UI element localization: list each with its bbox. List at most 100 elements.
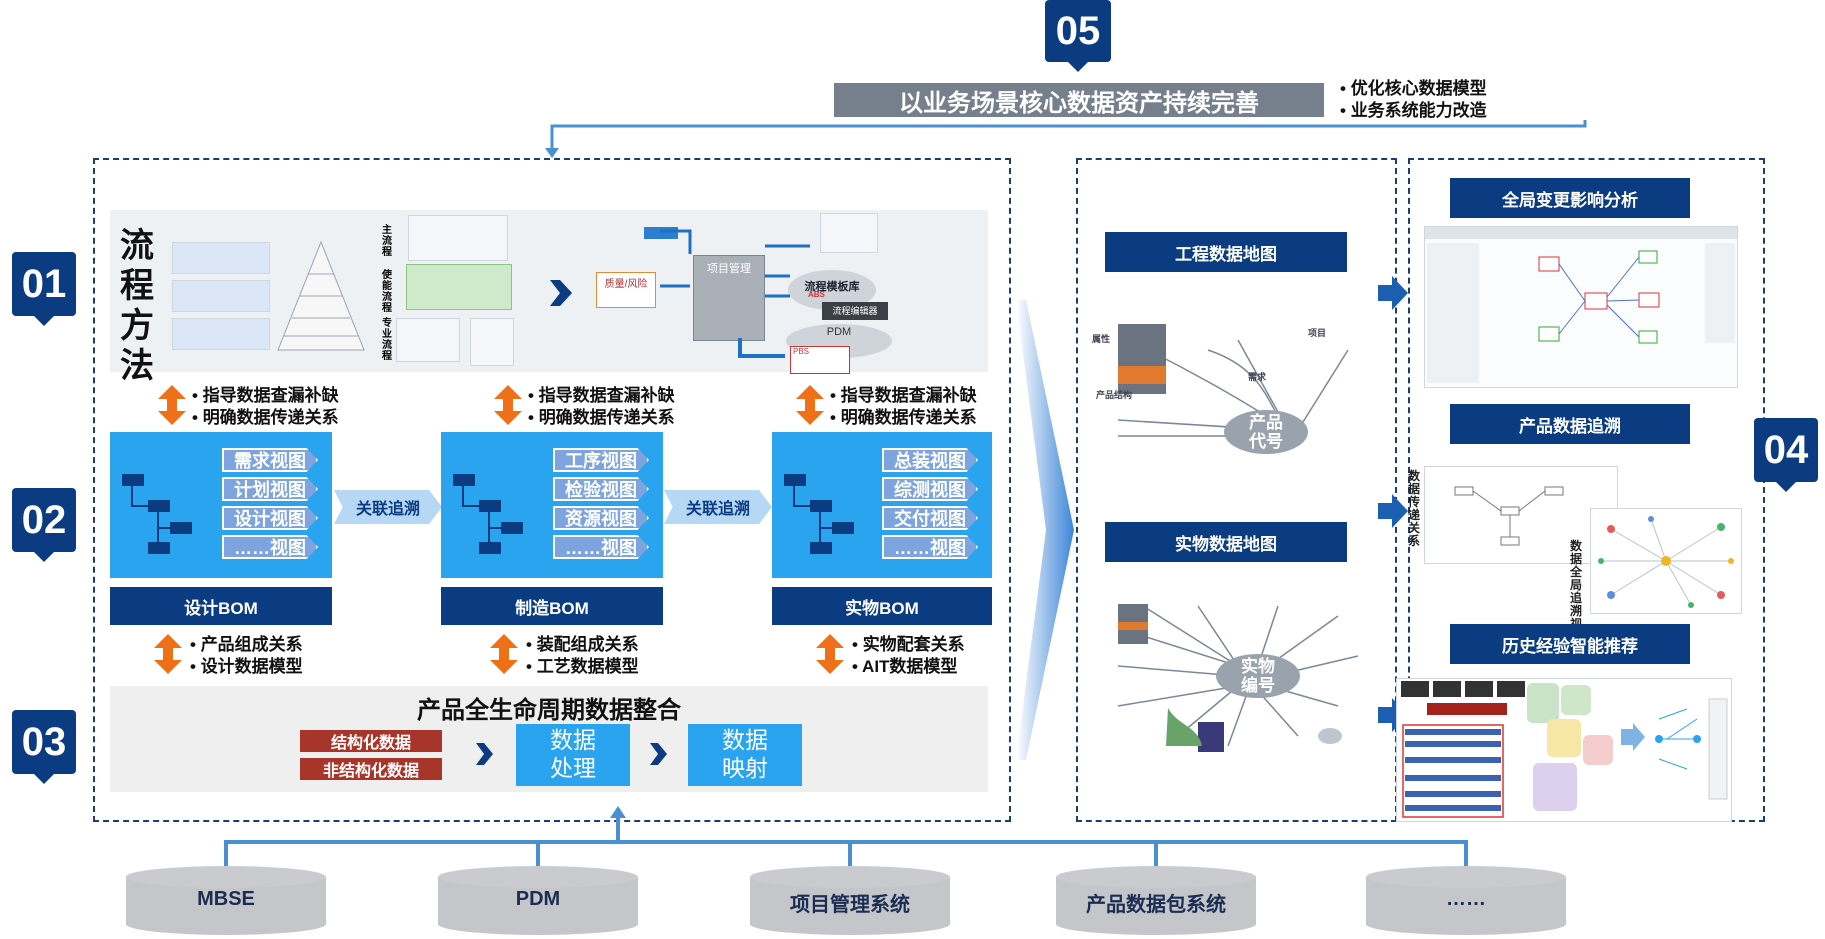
- enable-flow-thumbnail: [406, 264, 512, 310]
- structured-data-tag: 结构化数据: [300, 730, 442, 752]
- flow-editor-label: 流程编辑器: [832, 306, 878, 316]
- guide-note: 指导数据查漏补缺 明确数据传递关系: [528, 385, 675, 429]
- view-item[interactable]: 交付视图: [882, 506, 978, 530]
- view-item[interactable]: ……视图: [882, 535, 978, 559]
- guide-note: 指导数据查漏补缺 明确数据传递关系: [830, 385, 977, 429]
- view-item[interactable]: 设计视图: [222, 506, 318, 530]
- process-note-box: [172, 242, 270, 274]
- unstructured-data-tag: 非结构化数据: [300, 758, 442, 780]
- double-arrow-icon: [158, 385, 186, 425]
- trace-network: [1598, 516, 1734, 608]
- view-label: 资源视图: [565, 509, 637, 529]
- view-item[interactable]: 检验视图: [553, 477, 649, 501]
- step-line: 映射: [722, 755, 768, 781]
- view-item[interactable]: 综测视图: [882, 477, 978, 501]
- view-item[interactable]: 总装视图: [882, 448, 978, 472]
- process-title-char: 方: [120, 307, 154, 345]
- process-note-box: [172, 318, 270, 350]
- data-mapping-step: 数据 映射: [688, 724, 802, 786]
- double-arrow-icon: [816, 634, 844, 674]
- trace-flow-lines: [1454, 486, 1564, 546]
- view-label: 设计视图: [234, 509, 306, 529]
- map-network-lines: [1117, 604, 1359, 752]
- goal-bullet: 优化核心数据模型: [1340, 78, 1487, 100]
- recommend-diagram: [1401, 681, 1728, 818]
- view-item[interactable]: 资源视图: [553, 506, 649, 530]
- physical-bom-label: 实物BOM: [772, 587, 992, 625]
- tree-icon: [453, 474, 523, 554]
- step-line: 数据: [722, 727, 768, 753]
- view-item[interactable]: 需求视图: [222, 448, 318, 472]
- integration-title: 产品全生命周期数据整合: [417, 697, 681, 724]
- map-container: [1076, 158, 1397, 822]
- history-recommend-screenshot: [1396, 678, 1732, 822]
- bom-note-line: 产品组成关系: [190, 634, 303, 656]
- flow-screen-thumb: [820, 213, 878, 253]
- left-container: [93, 158, 1011, 822]
- view-item[interactable]: 工序视图: [553, 448, 649, 472]
- trace-flow-screenshot: [1424, 466, 1618, 564]
- goal-bullet: 业务系统能力改造: [1340, 100, 1487, 122]
- process-title-char: 程: [120, 267, 154, 305]
- guide-note-line: 指导数据查漏补缺: [192, 385, 339, 407]
- view-label: ……视图: [234, 538, 306, 558]
- view-item[interactable]: ……视图: [222, 535, 318, 559]
- map-network-lines: [1117, 324, 1349, 437]
- process-title-char: 流: [120, 227, 154, 265]
- mfg-view-list: 工序视图 检验视图 资源视图 ……视图: [553, 448, 649, 559]
- double-arrow-icon: [796, 385, 824, 425]
- step-line: 处理: [550, 755, 596, 781]
- proj-mgmt-label: 项目管理: [707, 263, 751, 275]
- source-pdm: PDM: [438, 866, 638, 936]
- source-project-mgmt: 项目管理系统: [750, 866, 950, 936]
- view-label: 交付视图: [894, 509, 966, 529]
- source-label: MBSE: [197, 888, 255, 910]
- double-arrow-icon: [494, 385, 522, 425]
- pro-flow-thumbnail: [396, 318, 460, 362]
- view-label: ……视图: [894, 538, 966, 558]
- section-badge-05: 05: [1045, 0, 1111, 72]
- guide-note-line: 指导数据查漏补缺: [830, 385, 977, 407]
- view-label: ……视图: [565, 538, 637, 558]
- view-label: 工序视图: [565, 451, 637, 471]
- guide-note-line: 指导数据查漏补缺: [528, 385, 675, 407]
- node-line: 产品: [1249, 413, 1283, 432]
- pbs-table: PBS: [790, 346, 850, 374]
- view-label: 需求视图: [234, 451, 306, 471]
- view-item[interactable]: 计划视图: [222, 477, 318, 501]
- vertical-label: 数据传递关系: [1408, 469, 1421, 548]
- change-impact-title: 全局变更影响分析: [1450, 178, 1690, 218]
- proj-mgmt-box: 项目管理: [693, 255, 765, 341]
- node-line: 实物: [1241, 657, 1275, 676]
- physical-map-title: 实物数据地图: [1105, 522, 1347, 562]
- quality-risk-label: 质量/风险: [604, 279, 648, 290]
- physical-view-list: 总装视图 综测视图 交付视图 ……视图: [882, 448, 978, 559]
- map-label: 产品结构: [1096, 390, 1133, 400]
- goal-banner: 以业务场景核心数据资产持续完善: [834, 83, 1324, 117]
- arrow-right-icon: [1378, 494, 1408, 528]
- physical-id-node: 实物 编号: [1216, 654, 1300, 698]
- impact-graph: [1425, 227, 1737, 383]
- process-title: 流 程 方 法: [120, 226, 160, 386]
- source-data-package: 产品数据包系统: [1056, 866, 1256, 936]
- physical-map-diagram: 实物 编号: [1098, 596, 1388, 756]
- flow-editor: 流程编辑器: [822, 302, 888, 320]
- bom-note: 产品组成关系 设计数据模型: [190, 634, 303, 678]
- double-arrow-icon: [490, 634, 518, 674]
- trace-title: 产品数据追溯: [1450, 404, 1690, 444]
- global-trace-graph: [1590, 508, 1742, 614]
- link-trace-arrow: 关联追溯: [664, 490, 772, 524]
- mfg-bom-label: 制造BOM: [441, 587, 663, 625]
- source-label: ……: [1446, 888, 1486, 910]
- bom-note-line: AIT数据模型: [852, 656, 965, 678]
- section-badge-01: 01: [12, 252, 76, 326]
- abs-label: ABS: [808, 290, 825, 299]
- view-item[interactable]: ……视图: [553, 535, 649, 559]
- engineering-map-diagram: 属性 产品结构 需求 项目 产品 代号: [1088, 310, 1388, 460]
- bom-note-line: 装配组成关系: [526, 634, 639, 656]
- bom-note-line: 工艺数据模型: [526, 656, 639, 678]
- section-badge-04: 04: [1754, 418, 1818, 492]
- tree-icon: [122, 474, 192, 554]
- source-label: 产品数据包系统: [1086, 894, 1226, 916]
